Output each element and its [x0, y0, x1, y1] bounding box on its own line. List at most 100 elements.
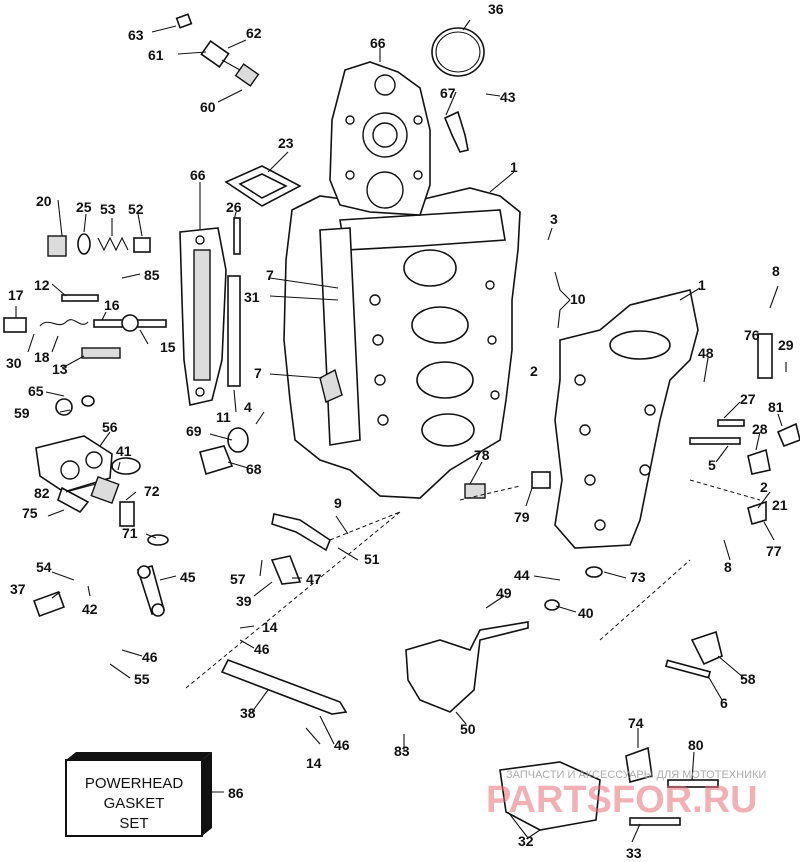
tube-76	[757, 333, 773, 379]
label-86: 86	[228, 785, 244, 801]
label-61: 61	[148, 47, 164, 63]
fitting	[3, 317, 27, 333]
label-7-b: 7	[254, 365, 262, 381]
label-81: 81	[768, 399, 784, 415]
label-77: 77	[766, 543, 782, 559]
label-63: 63	[128, 27, 144, 43]
label-2: 2	[530, 363, 538, 379]
bolt-6	[664, 659, 712, 679]
label-62: 62	[246, 25, 262, 41]
label-28: 28	[752, 421, 768, 437]
cam-follower	[270, 555, 302, 585]
label-4: 4	[244, 399, 252, 415]
plug	[81, 347, 121, 359]
crankcase-half	[554, 289, 699, 549]
coil-74	[625, 746, 653, 784]
label-71: 71	[122, 525, 138, 541]
label-50: 50	[460, 721, 476, 737]
label-55: 55	[134, 671, 150, 687]
label-46: 46	[142, 649, 158, 665]
label-76: 76	[744, 327, 760, 343]
label-8-b: 8	[724, 559, 732, 575]
label-44: 44	[514, 567, 530, 583]
watermark: ЗАПЧАСТИ И АКСЕССУАРЫ ДЛЯ МОТОТЕХНИКИ PA…	[486, 769, 766, 821]
o-ring	[431, 27, 485, 77]
exhaust-cover	[179, 227, 227, 406]
label-11: 11	[216, 409, 231, 425]
label-83: 83	[394, 743, 410, 759]
gasket-set-box: POWERHEAD GASKET SET	[65, 752, 224, 837]
label-53: 53	[100, 201, 116, 217]
thermostat-assembly	[47, 233, 151, 257]
gasket-line-3: SET	[119, 815, 148, 832]
cylinder-block	[283, 187, 521, 499]
label-57: 57	[230, 571, 246, 587]
grommet-68	[199, 445, 234, 476]
label-75: 75	[22, 505, 38, 521]
label-72: 72	[144, 483, 160, 499]
label-36: 36	[488, 1, 504, 17]
label-73: 73	[630, 569, 646, 585]
watermark-subtitle: ЗАПЧАСТИ И АКСЕССУАРЫ ДЛЯ МОТОТЕХНИКИ	[506, 769, 766, 781]
bolt-27	[717, 419, 745, 427]
throttle-shaft	[405, 621, 529, 713]
label-56: 56	[102, 419, 118, 435]
grommet	[55, 398, 73, 416]
label-10: 10	[570, 291, 586, 307]
label-12: 12	[34, 277, 50, 293]
bolt	[61, 294, 99, 302]
label-37: 37	[10, 581, 26, 597]
label-74: 74	[628, 715, 644, 731]
label-6: 6	[720, 695, 728, 711]
label-14: 14	[262, 619, 278, 635]
label-69: 69	[186, 423, 202, 439]
label-17: 17	[8, 287, 24, 303]
label-58: 58	[740, 671, 756, 687]
link-rod	[220, 658, 348, 715]
label-20: 20	[36, 193, 52, 209]
label-46-c: 46	[334, 737, 350, 753]
washer-73	[585, 566, 603, 578]
label-25: 25	[76, 199, 92, 215]
label-8: 8	[772, 263, 780, 279]
label-40: 40	[578, 605, 594, 621]
label-78: 78	[474, 447, 490, 463]
plunger-37	[33, 591, 65, 617]
bracket	[443, 110, 469, 153]
label-1: 1	[510, 159, 518, 175]
label-5: 5	[708, 457, 716, 473]
label-14-b: 14	[306, 755, 322, 771]
cylinder-head	[329, 61, 431, 216]
bracket-58	[690, 630, 723, 666]
label-49: 49	[496, 585, 512, 601]
throttle-lever	[271, 513, 331, 552]
gasket-line-2: GASKET	[104, 795, 165, 812]
label-65: 65	[28, 383, 44, 399]
label-46-b: 46	[254, 641, 270, 657]
bolt-33	[629, 817, 681, 826]
label-52: 52	[128, 201, 144, 217]
label-47: 47	[306, 571, 322, 587]
water-tube	[227, 275, 241, 387]
label-54: 54	[36, 559, 52, 575]
label-82: 82	[34, 485, 50, 501]
label-16: 16	[104, 297, 120, 313]
label-66-b: 66	[190, 167, 206, 183]
label-66: 66	[370, 35, 386, 51]
label-13: 13	[52, 361, 68, 377]
label-23: 23	[278, 135, 294, 151]
watermark-logo: PARTSFOR.RU	[486, 779, 758, 821]
label-67: 67	[440, 85, 456, 101]
label-43: 43	[500, 89, 516, 105]
label-9: 9	[334, 495, 342, 511]
label-60: 60	[200, 99, 216, 115]
temperature-sensor	[175, 13, 260, 87]
label-7: 7	[266, 267, 274, 283]
label-59: 59	[14, 405, 30, 421]
water-cover	[35, 435, 169, 546]
label-79: 79	[514, 509, 530, 525]
label-32: 32	[518, 833, 534, 849]
label-29: 29	[778, 337, 794, 353]
